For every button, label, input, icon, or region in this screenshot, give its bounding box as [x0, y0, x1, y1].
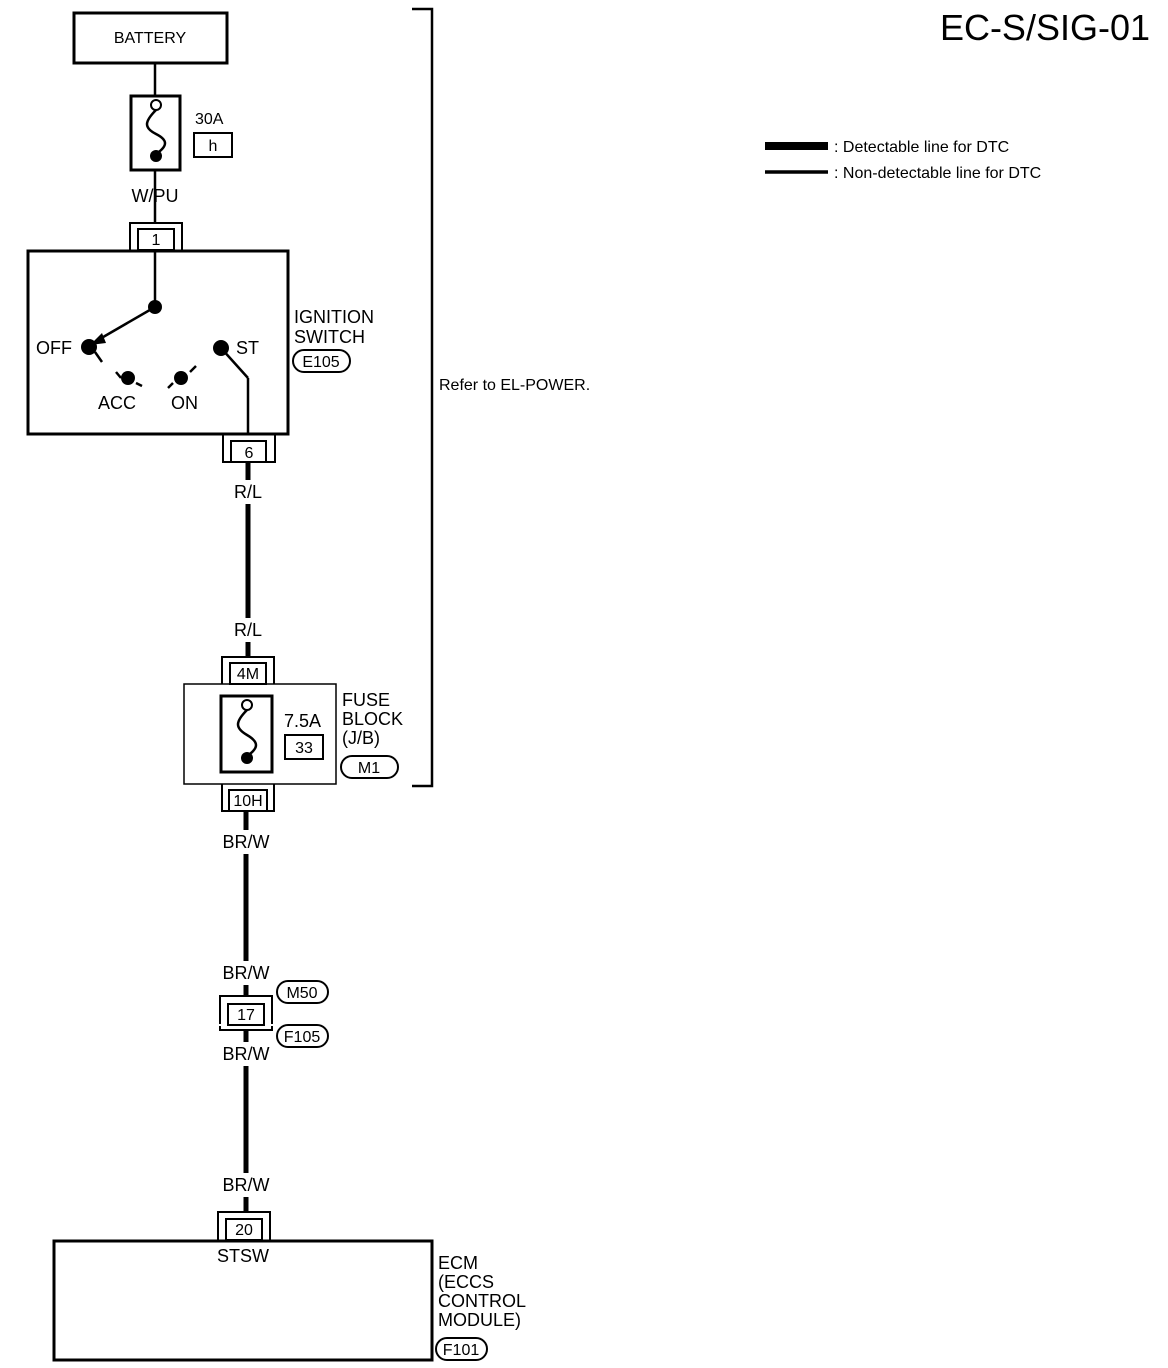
refer-bracket: Refer to EL-POWER. — [412, 7, 590, 788]
ignition-pin-1-label: 1 — [152, 232, 161, 249]
fuse-block-pin-4m-label: 4M — [237, 666, 259, 683]
legend-non-detectable-label: : Non-detectable line for DTC — [834, 165, 1041, 182]
ignition-switch-label-line2: SWITCH — [294, 327, 365, 347]
fusible-link: 30A h — [129, 94, 233, 172]
fuse-block-pin-10h: 10H — [221, 784, 275, 812]
ecm: STSW ECM (ECCS CONTROL MODULE) F101 — [52, 1239, 526, 1362]
joint-connector-top-label: M50 — [286, 985, 317, 1002]
ignition-off-contact — [81, 339, 97, 355]
ignition-acc-label: ACC — [98, 393, 136, 413]
fuse-block-label-line1: FUSE — [342, 690, 390, 710]
battery: BATTERY — [72, 11, 229, 65]
joint-pin-label: 17 — [237, 1007, 255, 1024]
refer-label: Refer to EL-POWER. — [439, 377, 590, 394]
ignition-on-contact — [174, 371, 188, 385]
fusible-link-rating: 30A — [195, 111, 224, 128]
fuse-block-pin-10h-label: 10H — [233, 793, 262, 810]
ignition-pin-1: 1 — [129, 222, 183, 251]
fusible-link-element — [145, 109, 167, 156]
fusible-link-id-box — [193, 132, 233, 158]
ecm-label-line4: MODULE) — [438, 1310, 521, 1330]
joint-connector: 17 M50 F105 — [219, 980, 329, 1048]
legend: : Detectable line for DTC : Non-detectab… — [765, 139, 1041, 182]
joint-connector-bottom-label: F105 — [284, 1029, 321, 1046]
ecm-body — [52, 1239, 434, 1362]
fuse-body — [219, 694, 274, 774]
fuse-block-connector-badge — [340, 755, 399, 779]
wire-label-brw-3: BR/W — [223, 1044, 270, 1064]
fuse-number-box — [284, 734, 324, 760]
fuse-block-connector-label: M1 — [358, 760, 380, 777]
fuse-block-pin-4m: 4M — [221, 656, 275, 685]
joint-connector-top-badge — [276, 980, 329, 1004]
battery-box — [72, 11, 229, 65]
ecm-connector-label: F101 — [443, 1342, 480, 1359]
ecm-pin-20: 20 — [217, 1211, 271, 1241]
joint-connector-bottom-badge — [276, 1024, 329, 1048]
legend-detectable-label: : Detectable line for DTC — [834, 139, 1009, 156]
fusible-link-top-terminal — [150, 99, 162, 111]
ignition-switch-label-line1: IGNITION — [294, 307, 374, 327]
fuse-block-label-line2: BLOCK — [342, 709, 403, 729]
ignition-connector-badge — [292, 349, 351, 373]
ignition-st-label: ST — [236, 338, 259, 358]
fuse-block-label-line3: (J/B) — [342, 728, 380, 748]
fuse-block-body — [183, 683, 337, 785]
ignition-off-label: OFF — [36, 338, 72, 358]
wire-label-brw-4: BR/W — [223, 1175, 270, 1195]
ecm-connector-badge — [435, 1337, 488, 1361]
ignition-pin-6: 6 — [222, 435, 276, 463]
battery-label: BATTERY — [114, 30, 187, 47]
ignition-acc-contact — [121, 371, 135, 385]
wire-label-rl-top: R/L — [234, 482, 262, 502]
ignition-connector-label: E105 — [302, 354, 339, 371]
page-title: EC-S/SIG-01 — [940, 7, 1150, 48]
fusible-link-id: h — [209, 138, 218, 155]
wire-label-wpu: W/PU — [132, 186, 179, 206]
wire-label-brw-2: BR/W — [223, 963, 270, 983]
ignition-pin-6-label: 6 — [245, 445, 254, 462]
ecm-pin-label: 20 — [235, 1222, 253, 1239]
fusible-link-bottom-terminal — [150, 150, 162, 162]
ecm-label-line1: ECM — [438, 1253, 478, 1273]
ecm-label-line2: (ECCS — [438, 1272, 494, 1292]
fuse-number: 33 — [295, 740, 313, 757]
fuse-rating: 7.5A — [284, 711, 321, 731]
wire-label-rl-bottom: R/L — [234, 620, 262, 640]
ecm-label-line3: CONTROL — [438, 1291, 526, 1311]
wire-label-brw-1: BR/W — [223, 832, 270, 852]
fuse-block: 7.5A 33 FUSE BLOCK (J/B) M1 — [183, 683, 403, 785]
ecm-terminal-label: STSW — [217, 1246, 269, 1266]
ignition-on-label: ON — [171, 393, 198, 413]
ignition-switch: OFF ST ACC ON IGNITION SWITCH E105 — [26, 249, 374, 436]
ignition-switch-body — [26, 249, 290, 436]
